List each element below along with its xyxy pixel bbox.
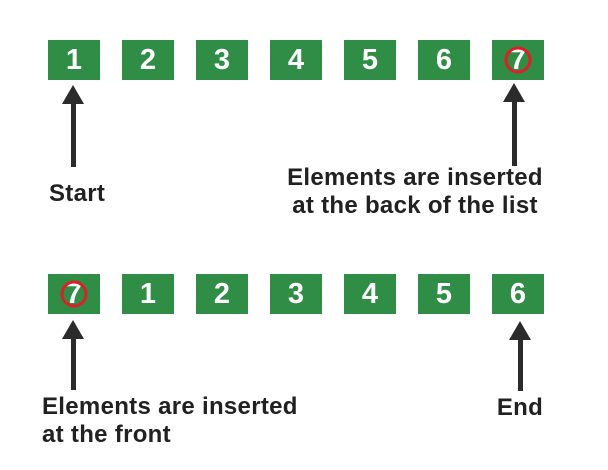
back-insertion-label: Elements are inserted at the back of the… <box>262 164 568 220</box>
arrow-head <box>509 321 531 340</box>
list-cell: 2 <box>196 274 248 314</box>
list-cell-inserted-front: 7 <box>48 274 100 314</box>
list-cell: 5 <box>344 40 396 80</box>
front-insertion-label-line2: at the front <box>42 421 171 448</box>
cell-value: 3 <box>213 43 231 76</box>
list-cell: 3 <box>270 274 322 314</box>
list-cell: 2 <box>122 40 174 80</box>
back-insertion-label-line2: at the back of the list <box>292 192 538 219</box>
end-arrow-icon <box>509 321 531 391</box>
list-cell: 6 <box>418 40 470 80</box>
list-cell: 4 <box>270 40 322 80</box>
list-cell: 1 <box>48 40 100 80</box>
arrow-shaft <box>70 104 76 167</box>
cell-value: 2 <box>213 277 231 310</box>
cell-value: 2 <box>139 43 157 76</box>
cell-value: 4 <box>287 43 305 76</box>
list-cell: 6 <box>492 274 544 314</box>
list-cell: 5 <box>418 274 470 314</box>
cell-value: 5 <box>435 277 453 310</box>
arrow-shaft <box>517 340 523 391</box>
cell-value: 1 <box>139 277 157 310</box>
back-insertion-arrow-icon <box>503 83 525 166</box>
inserted-element-ring-icon <box>504 46 532 74</box>
list-cell: 3 <box>196 40 248 80</box>
list-cell: 4 <box>344 274 396 314</box>
cell-value: 6 <box>435 43 453 76</box>
start-arrow-icon <box>62 85 84 167</box>
back-insertion-label-line1: Elements are inserted <box>287 164 543 191</box>
front-insertion-label-line1: Elements are inserted <box>42 393 298 420</box>
list-cell: 1 <box>122 274 174 314</box>
inserted-element-ring-icon <box>60 280 88 308</box>
front-insertion-label: Elements are inserted at the front <box>42 393 298 449</box>
arrow-shaft <box>70 339 76 390</box>
cell-value: 1 <box>65 43 83 76</box>
deque-row-front-insertion: 7 1 2 3 4 5 6 <box>48 274 544 314</box>
deque-row-back-insertion: 1 2 3 4 5 6 7 <box>48 40 544 80</box>
cell-value: 4 <box>361 277 379 310</box>
cell-value: 5 <box>361 43 379 76</box>
arrow-shaft <box>511 102 517 166</box>
arrow-head <box>62 320 84 339</box>
cell-value: 6 <box>509 277 527 310</box>
front-insertion-arrow-icon <box>62 320 84 390</box>
end-label: End <box>496 394 544 421</box>
start-label: Start <box>49 180 106 207</box>
arrow-head <box>503 83 525 102</box>
arrow-head <box>62 85 84 104</box>
list-cell-inserted-back: 7 <box>492 40 544 80</box>
cell-value: 3 <box>287 277 305 310</box>
